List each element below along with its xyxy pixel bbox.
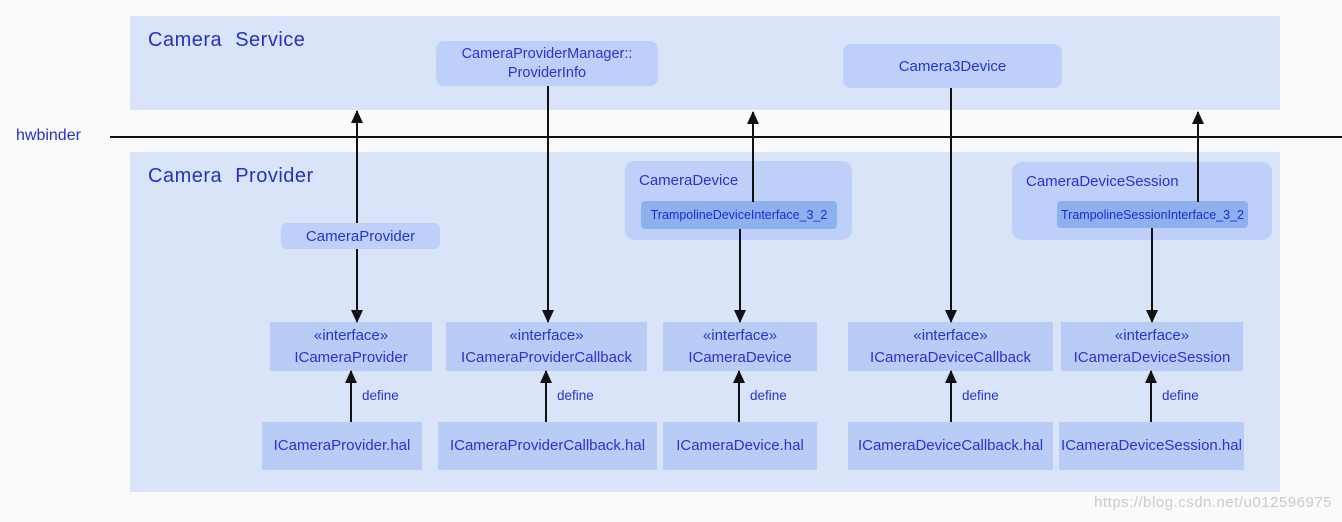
trampoline-session-interface-label: TrampolineSessionInterface_3_2 [1061,207,1244,222]
interface-icameradevicecallback: «interface» ICameraDeviceCallback [848,322,1053,371]
define-label: define [362,388,399,403]
interface-name: ICameraDevice [688,348,792,366]
interface-icameraprovidercallback: «interface» ICameraProviderCallback [446,322,647,371]
arrow-trampoline-session-up-to-service [1192,111,1204,202]
trampoline-device-interface-label: TrampolineDeviceInterface_3_2 [650,208,828,222]
hal-file-name: ICameraDeviceSession.hal [1061,437,1242,454]
arrow-trampoline-device-down-to-icameradevice [734,229,746,323]
interface-icameradevice: «interface» ICameraDevice [663,322,817,371]
stereotype-label: «interface» [913,326,988,344]
stereotype-label: «interface» [702,326,778,344]
interface-name: ICameraDeviceSession [1073,348,1231,366]
camera-provider-label: CameraProvider [305,227,416,245]
arrow-providerinfo-down-to-icameraprovidercallback [542,86,554,323]
arrow-cameraprovider-down-to-icameraprovider [351,249,363,323]
provider-info-line2: ProviderInfo [507,64,587,81]
hal-file-name: ICameraDevice.hal [676,437,804,454]
define-label: define [1162,388,1199,403]
hal-file-name: ICameraDeviceCallback.hal [857,437,1044,454]
trampoline-device-interface-node: TrampolineDeviceInterface_3_2 [641,201,837,229]
arrow-cameraprovider-up-to-service [351,110,363,223]
camera-provider-node: CameraProvider [281,223,440,249]
trampoline-session-interface-node: TrampolineSessionInterface_3_2 [1057,201,1248,228]
stereotype-label: «interface» [1114,326,1190,344]
camera-device-title: CameraDevice [639,172,739,189]
define-label: define [557,388,594,403]
hal-icameradevice: ICameraDevice.hal [663,422,817,470]
camera-service-section: Camera Service [130,16,1280,110]
hwbinder-label: hwbinder [16,127,81,144]
define-label: define [750,388,787,403]
hal-file-name: ICameraProviderCallback.hal [449,437,646,454]
provider-info-node: CameraProviderManager:: ProviderInfo [436,41,658,86]
arrow-trampoline-session-down-to-icameradevicesession [1146,228,1158,323]
interface-name: ICameraProvider [294,348,408,366]
camera3device-node: Camera3Device [843,44,1062,88]
hal-icameradevicesession: ICameraDeviceSession.hal [1059,422,1244,470]
arrow-define-icameraprovider [345,370,357,422]
interface-name: ICameraDeviceCallback [870,348,1031,366]
interface-name: ICameraProviderCallback [461,348,632,366]
stereotype-label: «interface» [313,326,389,344]
camera3device-label: Camera3Device [898,57,1007,75]
hwbinder-line [110,136,1342,138]
arrow-define-icameraprovidercallback [540,370,552,422]
arrow-camera3device-down-to-icameradevicecallback [945,88,957,323]
arrow-define-icameradevice [733,370,745,422]
arrow-trampoline-device-up-to-service [747,111,759,202]
hal-icameradevicecallback: ICameraDeviceCallback.hal [848,422,1053,470]
camera-provider-title: Camera Provider [148,165,314,187]
camera-service-title: Camera Service [148,29,306,51]
camera-device-session-title: CameraDeviceSession [1026,173,1179,190]
arrow-define-icameradevicecallback [945,370,957,422]
hal-file-name: ICameraProvider.hal [273,437,411,454]
provider-info-line1: CameraProviderManager:: [461,45,633,62]
define-label: define [962,388,999,403]
interface-icameradevicesession: «interface» ICameraDeviceSession [1061,322,1243,371]
arrow-define-icameradevicesession [1145,370,1157,422]
stereotype-label: «interface» [509,326,584,344]
watermark-url: https://blog.csdn.net/u012596975 [1094,494,1332,511]
hal-icameraprovidercallback: ICameraProviderCallback.hal [438,422,657,470]
hal-icameraprovider: ICameraProvider.hal [262,422,422,470]
interface-icameraprovider: «interface» ICameraProvider [270,322,432,371]
